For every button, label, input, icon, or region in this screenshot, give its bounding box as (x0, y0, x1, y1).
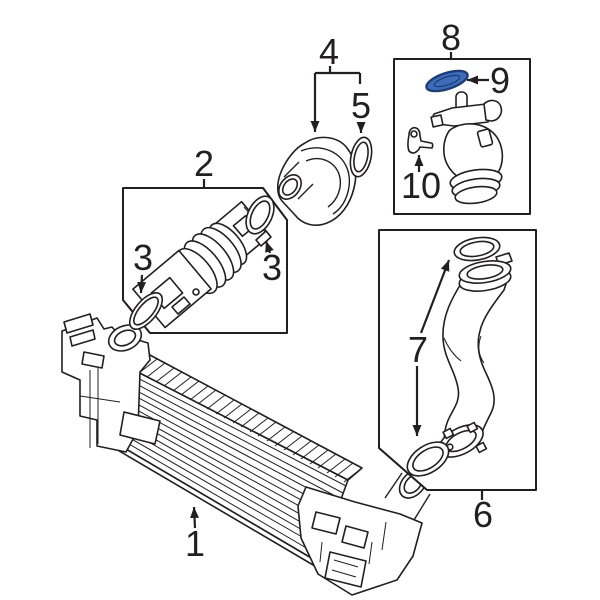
callout-label-6: 6 (473, 494, 493, 535)
callout-label-2: 2 (194, 143, 214, 184)
callout-label-3-right: 3 (262, 247, 282, 288)
seal-5 (349, 136, 373, 178)
diverter-valve-8 (430, 91, 504, 205)
leader-3-right (264, 240, 274, 254)
intercooler-left-bracket (61, 313, 161, 453)
valve-bracket-10 (407, 126, 434, 154)
leader-3-left (137, 274, 147, 294)
callout-labels: 1 2 3 3 4 5 6 7 8 9 10 (133, 17, 510, 564)
seal-3-left (128, 292, 164, 330)
highlighted-seal-9 (425, 69, 469, 93)
seal-3-right (245, 195, 275, 235)
callout-label-10: 10 (401, 165, 441, 206)
callout-label-8: 8 (441, 17, 461, 58)
intercooler-drawing (61, 313, 431, 596)
bellows-hose-assembly (132, 200, 272, 329)
callout-label-4: 4 (319, 31, 339, 72)
callout-label-5: 5 (351, 85, 371, 126)
duct-housing-4 (276, 136, 357, 226)
callout-label-9: 9 (490, 60, 510, 101)
leader-4-bracket (315, 66, 362, 84)
intercooler-core-fins (99, 372, 347, 557)
seal-7-bottom (406, 441, 450, 477)
leader-1 (190, 506, 200, 529)
leader-7-top (419, 259, 451, 334)
callout-label-1: 1 (185, 523, 205, 564)
callout-label-3-left: 3 (133, 237, 153, 278)
intercooler-right-tank (297, 469, 431, 596)
callout-leaders (137, 52, 489, 529)
charge-air-hose-6 (438, 252, 513, 458)
intercooler-foot-bracket (119, 411, 161, 445)
callout-label-7: 7 (408, 329, 428, 370)
seal-7-top (453, 236, 501, 262)
